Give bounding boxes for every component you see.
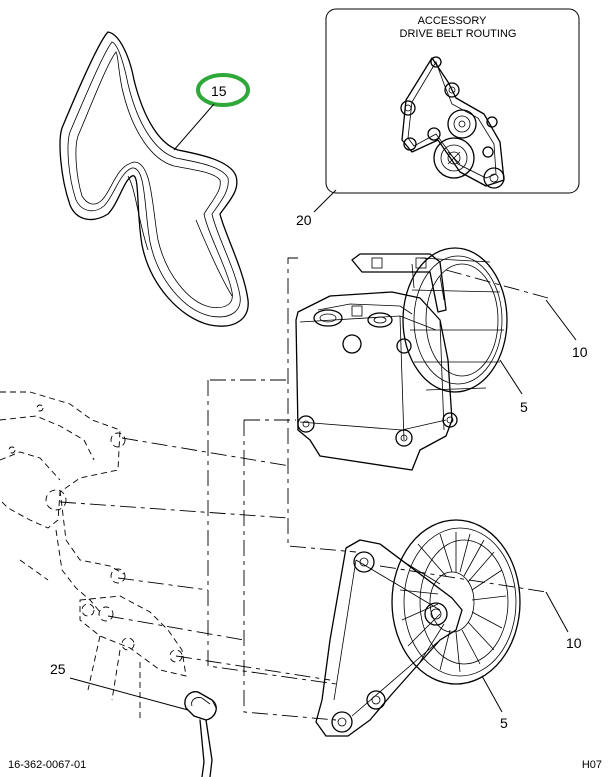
highlight-ring (196, 73, 250, 107)
callout-15: 15 (211, 83, 227, 99)
engine-mount-bracket (0, 391, 187, 720)
assembly-lines (59, 257, 549, 721)
inset-title-line2: DRIVE BELT ROUTING (400, 28, 517, 40)
inset-title-line1: ACCESSORY (418, 15, 488, 27)
sheet-code: H07 (582, 759, 602, 771)
callout-5-upper: 5 (520, 399, 528, 415)
callout-10-upper: 10 (572, 344, 588, 360)
callout-10-lower: 10 (566, 635, 582, 651)
hose-clip (184, 691, 217, 777)
belt-routing-inset: ACCESSORY DRIVE BELT ROUTING (325, 8, 580, 194)
drive-belt (59, 31, 249, 327)
callout-20: 20 (296, 212, 312, 228)
callout-25: 25 (50, 661, 66, 677)
ac-compressor-upper (295, 247, 508, 471)
callout-5-lower: 5 (500, 715, 508, 731)
drawing-number: 16-362-0067-01 (8, 759, 86, 771)
ac-compressor-lower (315, 519, 521, 737)
